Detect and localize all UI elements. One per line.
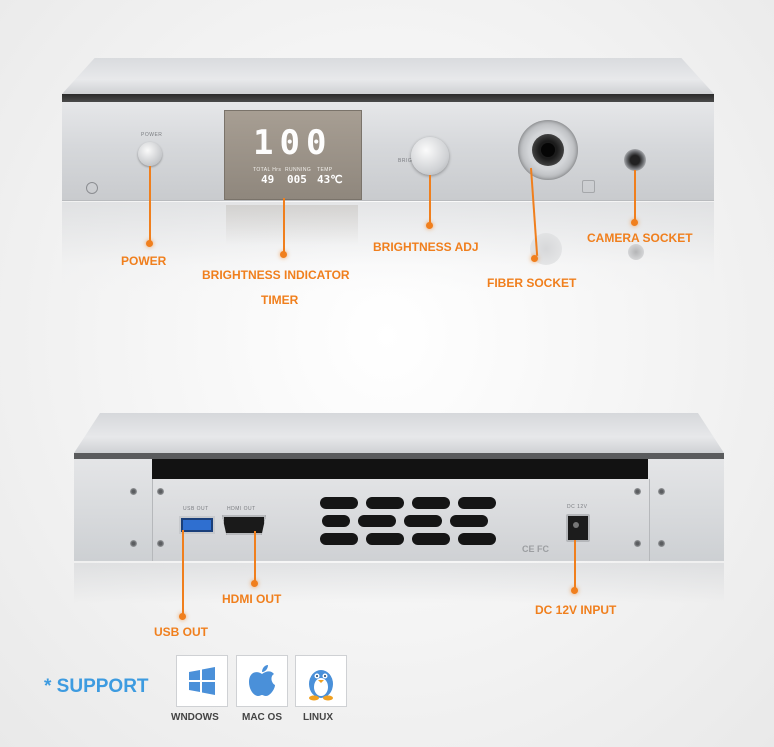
screw-icon: [130, 488, 137, 495]
screw-icon: [634, 540, 641, 547]
front-unit-seam: [62, 94, 714, 102]
hdmi-port[interactable]: [222, 515, 266, 535]
power-callout: POWER: [121, 254, 167, 268]
fiber-socket-leader-dot: [531, 255, 538, 262]
rear-vent-strip: [152, 459, 648, 479]
vent-slot: [458, 533, 496, 545]
brightness-indicator-callout: BRIGHTNESS INDICATOR: [202, 268, 350, 282]
hdmi-port-label: HDMI OUT: [227, 506, 256, 512]
windows-tile: [176, 655, 228, 707]
led-display: 100 TOTAL Hrs RUNNING TEMP 49 005 43℃: [224, 110, 362, 200]
vent-slot: [458, 497, 496, 509]
usb-out-leader-dot: [179, 613, 186, 620]
vent-slot: [404, 515, 442, 527]
vent-slot: [358, 515, 396, 527]
rear-unit-seam: [74, 453, 724, 459]
front-panel: [62, 102, 714, 201]
panel-logo-icon: [582, 180, 595, 193]
linux-label: LINUX: [303, 712, 333, 723]
dc-power-pin: [573, 522, 579, 528]
camera-socket-reflection: [628, 244, 644, 260]
rear-panel-reflection: [74, 563, 724, 603]
camera-socket[interactable]: [624, 149, 646, 171]
vent-slot: [320, 533, 358, 545]
usb-port-label: USB OUT: [183, 506, 209, 512]
power-leader-dot: [146, 240, 153, 247]
brightness-adj-callout: BRIGHTNESS ADJ: [373, 240, 479, 254]
fiber-socket-core: [541, 143, 555, 157]
vent-slot: [450, 515, 488, 527]
vent-slot: [366, 497, 404, 509]
fiber-socket-callout: FIBER SOCKET: [487, 276, 577, 290]
screw-icon: [130, 540, 137, 547]
display-label-running: RUNNING: [285, 167, 312, 173]
power-symbol-icon: [86, 182, 98, 194]
vent-slot: [412, 533, 450, 545]
screw-icon: [157, 488, 164, 495]
display-total-hrs: 49: [261, 173, 275, 186]
brightness-indicator-leader-line: [283, 198, 285, 252]
screw-icon: [658, 488, 665, 495]
display-main-value: 100: [253, 123, 333, 163]
dc-port-label: DC 12V: [567, 504, 588, 510]
dc-power-port[interactable]: [566, 514, 590, 542]
rear-side-left: [74, 459, 152, 561]
brightness-adj-leader-dot: [426, 222, 433, 229]
display-label-temp: TEMP: [317, 167, 333, 173]
vent-slot: [320, 497, 358, 509]
screw-icon: [658, 540, 665, 547]
mac-os-label: MAC OS: [242, 712, 282, 723]
windows-icon: [189, 667, 215, 695]
dc-input-leader-dot: [571, 587, 578, 594]
power-button-label: POWER: [141, 132, 163, 138]
hdmi-out-leader-line: [254, 531, 256, 581]
brightness-adj-leader-line: [429, 175, 431, 223]
display-running: 005: [287, 173, 307, 186]
certification-marks: CE FC: [522, 544, 549, 554]
display-label-total-hrs: TOTAL Hrs: [253, 167, 282, 173]
support-label: * SUPPORT: [44, 676, 149, 697]
front-panel-reflection: [62, 202, 714, 292]
power-button[interactable]: [138, 142, 162, 166]
vent-slot: [412, 497, 450, 509]
rear-unit-top-lid: [74, 413, 724, 453]
hdmi-out-callout: HDMI OUT: [222, 592, 282, 606]
dc-input-leader-line: [574, 540, 576, 588]
camera-socket-callout: CAMERA SOCKET: [587, 231, 693, 245]
brightness-indicator-leader-dot: [280, 251, 287, 258]
usb-port[interactable]: [179, 516, 215, 534]
camera-socket-leader-line: [634, 170, 636, 220]
timer-callout: TIMER: [261, 293, 299, 307]
power-leader-line: [149, 166, 151, 242]
screw-icon: [157, 540, 164, 547]
mac-os-tile: [236, 655, 288, 707]
windows-label: WNDOWS: [171, 712, 219, 723]
display-reflection: [226, 205, 358, 245]
hdmi-out-leader-dot: [251, 580, 258, 587]
brightness-knob[interactable]: [411, 137, 449, 175]
usb-out-leader-line: [182, 530, 184, 614]
front-unit-top-lid: [62, 58, 714, 94]
apple-icon: [249, 665, 275, 696]
linux-tile: [295, 655, 347, 707]
screw-icon: [634, 488, 641, 495]
vent-slot: [366, 533, 404, 545]
dc-input-callout: DC 12V INPUT: [535, 603, 617, 617]
vent-slot: [322, 515, 350, 527]
camera-socket-leader-dot: [631, 219, 638, 226]
linux-icon: [309, 670, 333, 701]
usb-out-callout: USB OUT: [154, 625, 208, 639]
display-temp: 43℃: [317, 173, 343, 186]
